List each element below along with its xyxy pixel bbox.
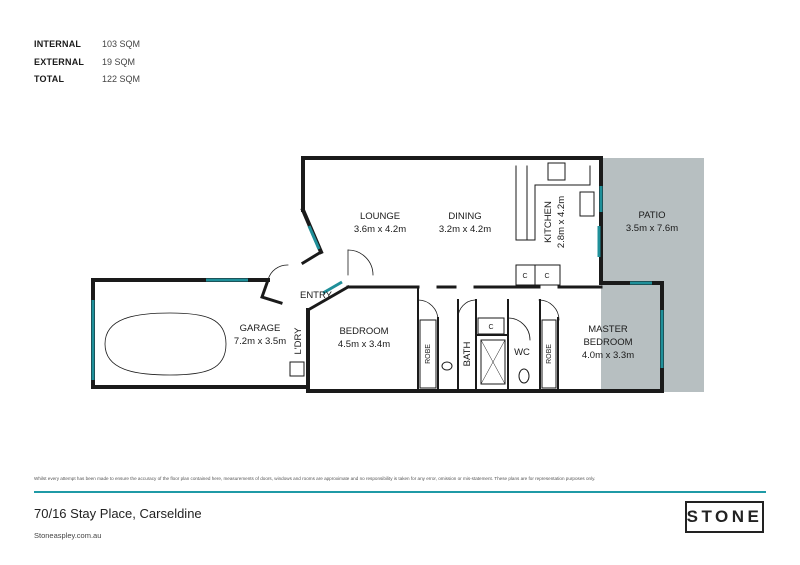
dining-label: DINING	[448, 211, 481, 222]
stone-logo: STONE	[685, 501, 764, 533]
area-external: EXTERNAL 19 SQM	[34, 54, 140, 72]
property-address: 70/16 Stay Place, Carseldine	[34, 506, 202, 521]
walls	[91, 156, 664, 393]
website-link[interactable]: Stoneaspley.com.au	[34, 531, 102, 540]
wc-label: WC	[514, 347, 530, 358]
patio-label: PATIO	[638, 210, 665, 221]
footer-divider	[34, 491, 766, 493]
floor-plan: LOUNGE 3.6m x 4.2m DINING 3.2m x 4.2m KI…	[91, 156, 704, 393]
area-label: EXTERNAL	[34, 56, 85, 67]
lounge-label: LOUNGE	[360, 211, 400, 222]
patio-size: 3.5m x 7.6m	[626, 223, 678, 234]
entry-label: ENTRY	[300, 290, 333, 301]
laundry-label: L'DRY	[293, 327, 304, 355]
cupboard-label: C	[522, 273, 527, 280]
cupboard-label: C	[488, 324, 493, 331]
area-label: TOTAL	[34, 74, 65, 84]
master-size: 4.0m x 3.3m	[582, 350, 634, 361]
area-total: TOTAL 122 SQM	[34, 71, 140, 89]
bedroom-size: 4.5m x 3.4m	[338, 339, 390, 350]
cupboard-label: C	[544, 273, 549, 280]
area-value: 103 SQM	[102, 39, 141, 49]
robe-label: ROBE	[546, 344, 553, 364]
disclaimer: Whilst every attempt has been made to en…	[34, 476, 596, 481]
area-internal: INTERNAL 103 SQM	[34, 36, 140, 54]
robe-label: ROBE	[425, 344, 432, 364]
master-label-1: MASTER	[588, 324, 628, 335]
area-value: 19 SQM	[102, 56, 136, 67]
bath-label: BATH	[462, 342, 473, 367]
master-label-2: BEDROOM	[583, 337, 632, 348]
patio-area	[601, 158, 704, 392]
kitchen-size: 2.8m x 4.2m	[556, 196, 567, 248]
area-summary: INTERNAL 103 SQM EXTERNAL 19 SQM TOTAL 122 …	[34, 36, 140, 89]
windows	[91, 186, 664, 380]
kitchen-label: KITCHEN	[543, 201, 554, 243]
dining-size: 3.2m x 4.2m	[439, 224, 491, 235]
area-label: INTERNAL	[34, 39, 82, 49]
garage-size: 7.2m x 3.5m	[234, 336, 286, 347]
area-value: 122 SQM	[102, 74, 141, 84]
bedroom-label: BEDROOM	[339, 326, 388, 337]
lounge-size: 3.6m x 4.2m	[354, 224, 406, 235]
garage-label: GARAGE	[240, 323, 281, 334]
